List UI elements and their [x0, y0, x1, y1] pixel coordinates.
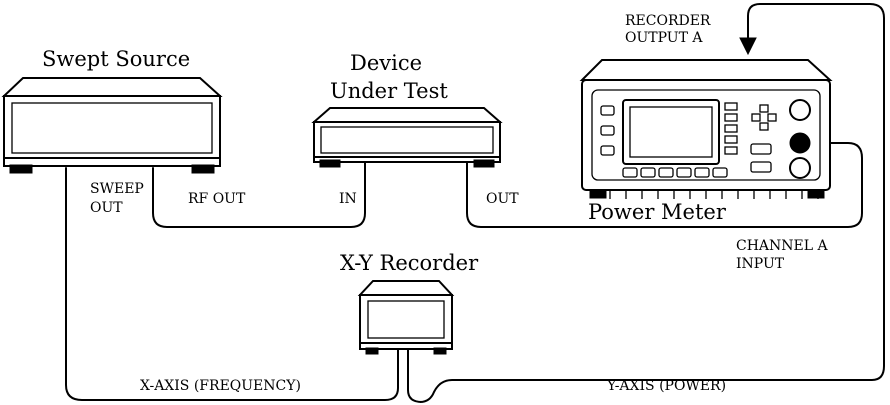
recorder-output-label-line1: RECORDER: [625, 13, 711, 29]
device-label-line1: Device: [350, 51, 422, 75]
power-meter-instrument: [579, 59, 833, 199]
power-meter-label: Power Meter: [588, 200, 727, 224]
swept-source-instrument: [1, 77, 223, 174]
device-label-line2: Under Test: [330, 79, 448, 103]
sweep-out-label-line1: SWEEP: [90, 181, 144, 197]
x-axis-label: X-AXIS (FREQUENCY): [140, 378, 301, 394]
out-cable: [466, 142, 863, 228]
y-axis-cable: [407, 3, 885, 403]
recorder-output-arrow: [739, 37, 757, 56]
sweep-out-cable: [65, 167, 399, 401]
channel-a-label-line1: CHANNEL A: [736, 238, 828, 254]
xy-recorder-instrument: [357, 280, 455, 355]
y-axis-label: Y-AXIS (POWER): [606, 378, 726, 394]
channel-a-connector: [789, 132, 811, 154]
device-under-test-instrument: [311, 107, 503, 168]
in-label: IN: [339, 191, 357, 207]
channel-a-label-line2: INPUT: [736, 256, 785, 272]
swept-source-label: Swept Source: [42, 47, 190, 71]
out-label: OUT: [486, 191, 519, 207]
recorder-output-label-line2: OUTPUT A: [625, 30, 703, 46]
rf-out-label: RF OUT: [188, 191, 246, 207]
sweep-out-label-line2: OUT: [90, 200, 123, 216]
rf-cable: [152, 159, 366, 228]
xy-recorder-label: X-Y Recorder: [340, 251, 479, 275]
